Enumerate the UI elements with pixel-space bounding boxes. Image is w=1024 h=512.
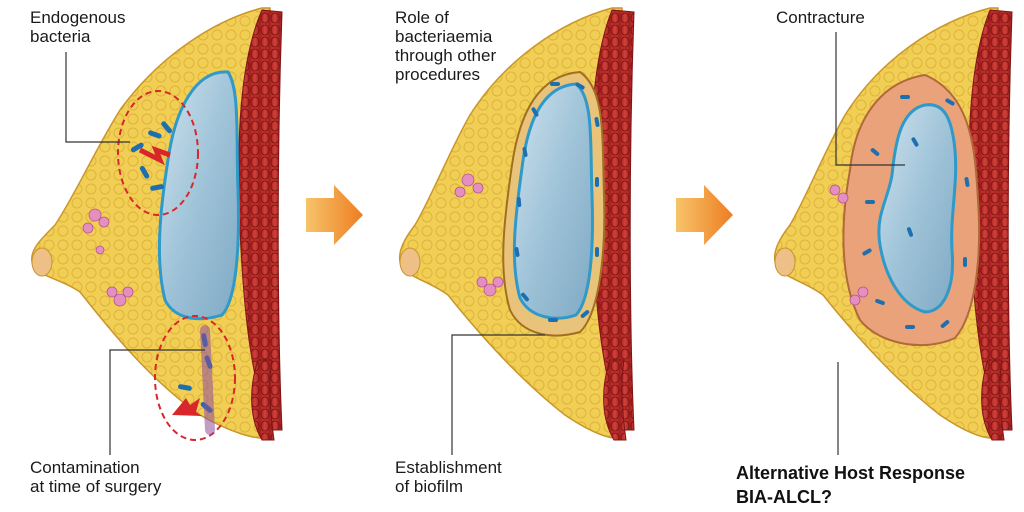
label-role-of-bacteriaemia: Role of bacteriaemia through other proce… xyxy=(395,8,497,84)
step-arrow-2 xyxy=(676,185,733,245)
leader-contamination xyxy=(109,349,205,455)
panel-3 xyxy=(773,7,1013,455)
biofilm-bacteria xyxy=(514,82,600,322)
glandular-tissue xyxy=(82,208,134,307)
nipple xyxy=(399,247,421,277)
contamination-highlight xyxy=(154,315,236,441)
label-endogenous-bacteria: Endogenous bacteria xyxy=(30,8,126,46)
bacteria-entry-arrow xyxy=(138,145,171,166)
contracted-implant xyxy=(877,103,958,314)
rib-muscle xyxy=(603,359,627,441)
incision-tract xyxy=(200,325,215,435)
rib-muscle xyxy=(251,359,275,441)
label-contamination: Contamination at time of surgery xyxy=(30,458,162,496)
label-contracture: Contracture xyxy=(776,8,865,27)
leader-establishment xyxy=(451,334,545,455)
contamination-arrow xyxy=(172,398,202,416)
leader-endogenous xyxy=(65,52,130,143)
leader-contracture xyxy=(835,32,905,166)
capsule-bacteria xyxy=(862,95,970,329)
step-arrow-1 xyxy=(306,185,363,245)
label-bia-alcl: BIA-ALCL? xyxy=(736,487,832,507)
glandular-tissue xyxy=(829,184,869,306)
bacteria-cluster-highlight xyxy=(117,90,199,216)
nipple xyxy=(774,247,796,277)
glandular-tissue xyxy=(454,173,504,297)
implant xyxy=(157,70,240,321)
panel-1 xyxy=(31,7,283,455)
nipple xyxy=(31,247,53,277)
label-establishment: Establishment of biofilm xyxy=(395,458,502,496)
rib-muscle xyxy=(981,359,1005,441)
panel-2 xyxy=(398,7,635,455)
label-alternative-host-response: Alternative Host Response xyxy=(736,463,966,483)
